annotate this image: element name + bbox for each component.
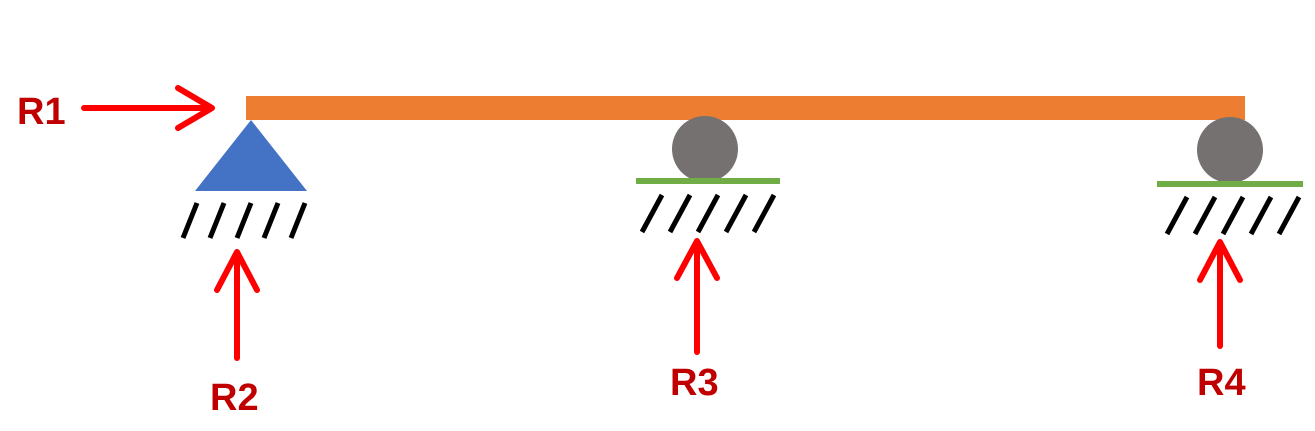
reaction-label-r3: R3 — [670, 362, 719, 404]
roller-right — [1197, 117, 1263, 183]
roller-base-middle — [636, 178, 780, 184]
reaction-label-r4: R4 — [1197, 362, 1246, 404]
roller-base-right — [1157, 181, 1303, 187]
pin-support — [180, 120, 308, 239]
roller-support-right — [1157, 117, 1303, 236]
reaction-arrow-r4 — [1197, 239, 1243, 349]
reaction-arrow-r2 — [214, 249, 260, 361]
roller-ground-hatch-right — [1164, 195, 1302, 236]
reaction-label-r1: R1 — [17, 91, 66, 133]
pin-ground-hatch — [180, 202, 308, 239]
pin-support-triangle — [195, 120, 307, 191]
reaction-arrow-r1 — [81, 85, 215, 131]
roller-ground-hatch-middle — [639, 193, 777, 234]
reaction-arrow-r3 — [674, 238, 720, 355]
reaction-label-r2: R2 — [210, 377, 259, 419]
roller-middle — [672, 116, 738, 182]
beam — [246, 96, 1245, 120]
roller-support-middle — [636, 116, 780, 234]
